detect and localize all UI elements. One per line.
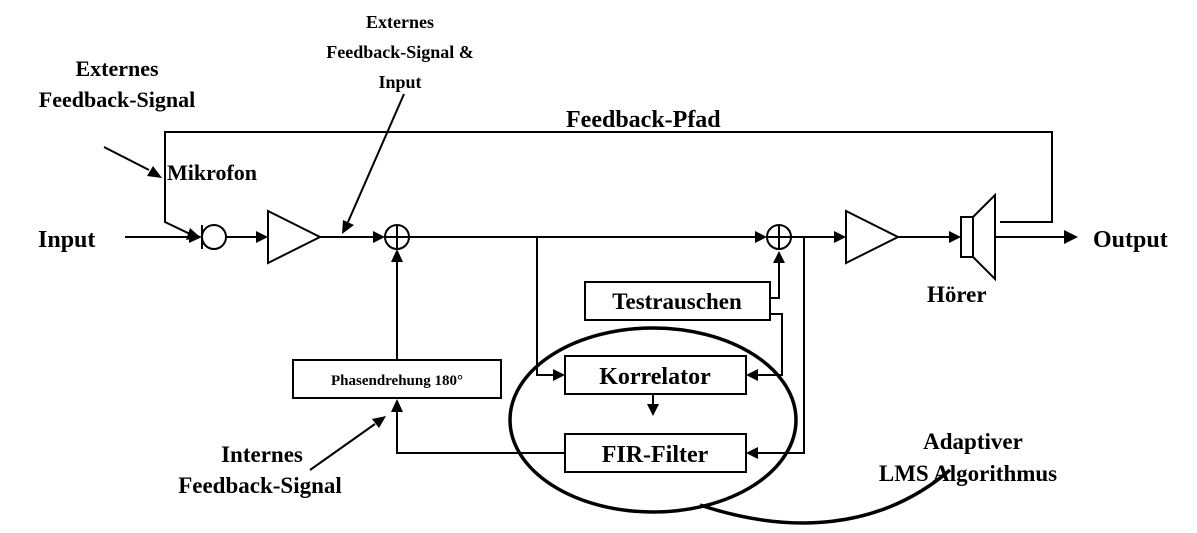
phasendrehung-label: Phasendrehung 180° — [331, 373, 463, 389]
externes-fb-pointer-arrowhead — [147, 166, 162, 178]
fir-filter-label: FIR-Filter — [602, 442, 709, 468]
reference-to-fir-arrowhead — [746, 447, 758, 459]
output-amp-triangle — [845, 209, 901, 265]
fir-filter-block — [564, 433, 747, 473]
phasendrehung-block — [292, 359, 502, 399]
output-label: Output — [1093, 227, 1168, 253]
testrauschen-to-korrelator-arrowhead — [746, 369, 758, 381]
sum2-to-amp2-arrowhead — [834, 231, 846, 243]
internes-fb-pointer-line — [309, 423, 376, 471]
externes-fb-label-line1: Externes — [75, 56, 159, 81]
hoerer-label: Hörer — [927, 282, 987, 307]
lms-ellipse — [508, 326, 798, 514]
korrelator-label: Korrelator — [599, 364, 711, 390]
externes-fb-input-label-line3: Input — [378, 72, 421, 92]
amp2-to-speaker-arrowhead — [949, 231, 961, 243]
externes-fb-input-label-line2: Feedback-Signal & — [326, 42, 474, 62]
korrelator-block — [564, 355, 747, 395]
summing-junction-2 — [766, 224, 792, 250]
externes-fb-input-pointer-line — [347, 93, 405, 223]
reference-to-fir-line — [756, 237, 805, 454]
lms-ellipse-pointer — [699, 468, 952, 525]
input-label: Input — [38, 227, 95, 253]
internes-fb-label-line2: Feedback-Signal — [178, 473, 342, 498]
branch-to-korrelator-line — [536, 237, 555, 376]
main-line-arrowhead — [755, 231, 767, 243]
testrauschen-to-sum2-arrowhead — [773, 251, 785, 263]
microphone-icon — [201, 224, 227, 250]
fir-to-phase-arrowhead — [391, 399, 403, 412]
adaptiver-label-line2: LMS Algorithmus — [879, 461, 1057, 486]
amp-to-sum1-arrowhead — [373, 231, 385, 243]
branch-to-korrelator-arrowhead — [553, 369, 565, 381]
externes-fb-label-line2: Feedback-Signal — [39, 87, 195, 112]
internes-fb-label-line1: Internes — [221, 442, 303, 467]
externes-fb-input-label-line1: Externes — [366, 12, 434, 32]
feedback-pfad-label: Feedback-Pfad — [566, 107, 721, 133]
speaker-icon — [960, 192, 996, 282]
feedback-path-line — [164, 131, 1053, 235]
korrelator-to-fir-arrowhead — [647, 404, 659, 416]
output-arrowhead — [1064, 230, 1078, 244]
externes-fb-pointer-line — [103, 146, 150, 171]
input-arrowhead — [189, 231, 202, 243]
testrauschen-to-sum2-line — [770, 261, 780, 299]
phase-to-sum1-arrowhead — [391, 249, 403, 262]
externes-fb-input-pointer-arrowhead — [342, 220, 354, 234]
mikrofon-label: Mikrofon — [167, 160, 257, 185]
adaptiver-label-line1: Adaptiver — [923, 429, 1023, 454]
testrauschen-label: Testrauschen — [612, 289, 742, 314]
internes-fb-pointer-arrowhead — [372, 416, 386, 428]
fir-to-phase-line — [396, 411, 565, 454]
mic-to-amp-arrowhead — [256, 231, 268, 243]
testrauschen-to-korrelator-line — [756, 313, 783, 376]
testrauschen-block — [584, 281, 771, 321]
summing-junction-1 — [384, 224, 410, 250]
preamp-triangle — [267, 209, 323, 265]
